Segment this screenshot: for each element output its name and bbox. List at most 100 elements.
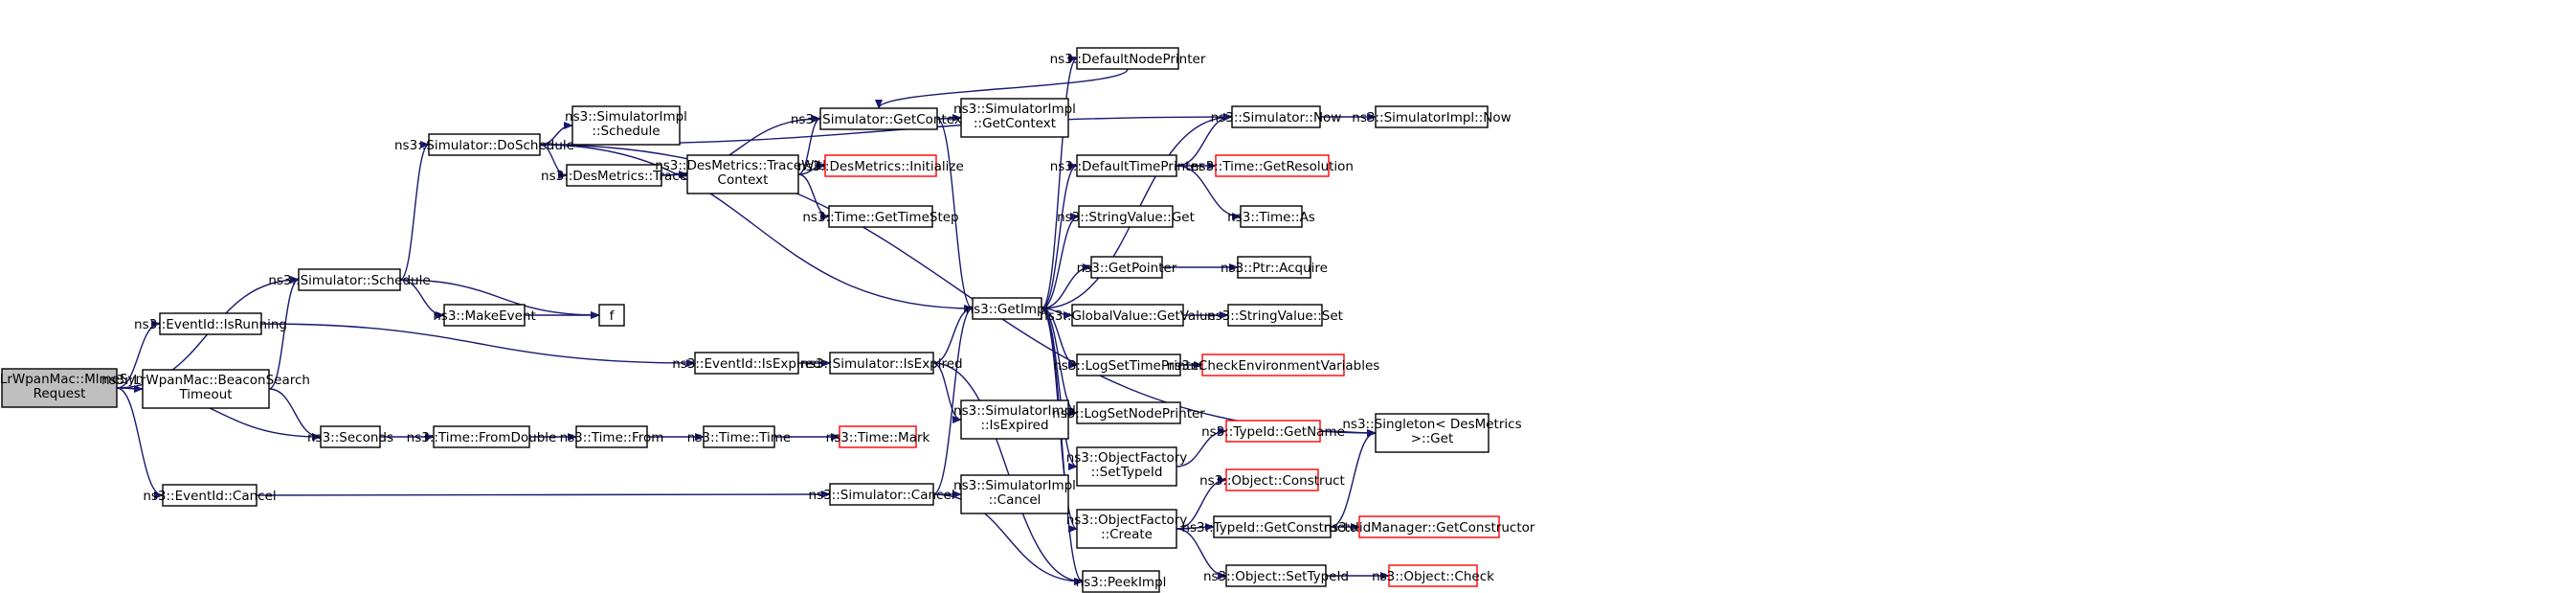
node-box xyxy=(1076,446,1177,487)
node-label-line: f xyxy=(610,308,616,324)
graph-node-simimplgetctx[interactable]: ns3::SimulatorImpl::GetContext xyxy=(953,98,1076,138)
edge-getimpl-to-deftimeprinter xyxy=(1041,162,1078,309)
node-box xyxy=(320,425,381,448)
node-box xyxy=(433,425,530,448)
graph-node-peekimpl[interactable]: ns3::PeekImpl xyxy=(1076,570,1167,593)
edge-path xyxy=(797,115,821,175)
graph-node-simnow[interactable]: ns3::Simulator::Now xyxy=(1211,105,1342,128)
node-label-line: ns3::LogSetNodePrinter xyxy=(1052,406,1205,422)
graph-node-f[interactable]: f xyxy=(598,304,625,327)
graph-node-globalgetvalue[interactable]: ns3::GlobalValue::GetValue xyxy=(1040,304,1216,327)
node-label-line: ns3::SimulatorImpl xyxy=(953,403,1076,419)
edge-defnodeprinter-to-getcontext xyxy=(875,68,1129,109)
graph-node-timefrom[interactable]: ns3::Time::From xyxy=(560,425,664,448)
node-label-line: ns3::SimulatorImpl::Now xyxy=(1352,110,1511,125)
node-box xyxy=(960,399,1069,440)
graph-node-checkenv[interactable]: ns3::CheckEnvironmentVariables xyxy=(1167,354,1380,376)
graph-node-singleton[interactable]: ns3::Singleton< DesMetrics >::Get xyxy=(1342,413,1522,453)
edge-path xyxy=(399,279,445,319)
graph-node-ofcreate[interactable]: ns3::ObjectFactory::Create xyxy=(1066,509,1188,549)
edge-tracewith-to-getcontext xyxy=(797,115,821,175)
graph-node-stringvalueget[interactable]: ns3::StringValue::Get xyxy=(1057,205,1195,228)
node-box xyxy=(1227,304,1323,327)
graph-node-seconds[interactable]: ns3::Seconds xyxy=(307,425,393,448)
edge-path xyxy=(539,144,1377,437)
graph-node-gettimestep[interactable]: ns3::Time::GetTimeStep xyxy=(802,205,959,228)
graph-node-typeidgetname[interactable]: ns3::TypeId::GetName xyxy=(1201,420,1345,443)
graph-node-desmtrace[interactable]: ns3::DesMetrics::Trace xyxy=(541,164,687,187)
edge-path xyxy=(1041,308,1078,369)
edge-deftimeprinter-to-timeas xyxy=(1176,165,1242,220)
node-box xyxy=(1375,105,1489,128)
graph-node-timeas[interactable]: ns3::Time::As xyxy=(1227,205,1315,228)
graph-node-timetime[interactable]: ns3::Time::Time xyxy=(687,425,791,448)
edge-path xyxy=(1041,263,1092,309)
edge-getimpl-to-defnodeprinter xyxy=(1041,55,1078,309)
graph-node-deftimeprinter[interactable]: ns3::DefaultTimePrinter xyxy=(1050,154,1204,177)
edge-path xyxy=(260,323,696,367)
graph-node-logsetnode[interactable]: ns3::LogSetNodePrinter xyxy=(1052,401,1205,424)
graph-node-simimplcancel[interactable]: ns3::SimulatorImpl::Cancel xyxy=(953,474,1076,514)
graph-node-desminit[interactable]: ns3::DesMetrics::Initialize xyxy=(797,154,964,177)
edge-path xyxy=(1041,308,1078,470)
node-label-line: ns3::Object::SetTypeId xyxy=(1203,569,1349,584)
node-box xyxy=(972,297,1042,320)
graph-node-evisexpired[interactable]: ns3::EventId::IsExpired xyxy=(672,352,821,375)
graph-node-simimplnow[interactable]: ns3::SimulatorImpl::Now xyxy=(1352,105,1512,128)
graph-node-getpointer[interactable]: ns3::GetPointer xyxy=(1077,256,1177,279)
graph-node-simcancel[interactable]: ns3::Simulator::Cancel xyxy=(808,483,955,506)
graph-node-simimplsched[interactable]: ns3::SimulatorImpl::Schedule xyxy=(565,105,687,146)
graph-node-iidmanager[interactable]: ns3::IidManager::GetConstructor xyxy=(1324,515,1535,538)
graph-node-isrunning[interactable]: ns3::EventId::IsRunning xyxy=(134,312,287,335)
edge-getimpl-to-peekimpl xyxy=(1041,308,1084,585)
graph-node-timemark[interactable]: ns3::Time::Mark xyxy=(826,425,930,448)
graph-node-defnodeprinter[interactable]: ns3::DefaultNodePrinter xyxy=(1050,47,1206,70)
node-box xyxy=(1076,154,1177,177)
node-label-line: ns3::Seconds xyxy=(307,430,393,445)
node-label-line: ns3::IidManager::GetConstructor xyxy=(1324,520,1535,536)
graph-node-stringvalueset[interactable]: ns3::StringValue::Set xyxy=(1207,304,1343,327)
node-label-line: ns3::Time::Time xyxy=(687,430,791,445)
node-box xyxy=(1076,509,1177,549)
edge-getconstructor-to-singleton xyxy=(1330,429,1377,528)
node-box xyxy=(1201,354,1345,376)
node-label-line: ns3::Simulator::IsExpired xyxy=(800,356,962,372)
edge-path xyxy=(1041,55,1078,309)
graph-node-simimplisexp[interactable]: ns3::SimulatorImpl::IsExpired xyxy=(953,399,1076,440)
node-box xyxy=(1225,420,1321,443)
node-box xyxy=(142,369,270,409)
graph-node-objconstruct[interactable]: ns3::Object::Construct xyxy=(1199,468,1345,491)
node-label-line: ns3::DesMetrics::Trace xyxy=(541,169,687,184)
edge-path xyxy=(1176,528,1227,580)
node-label-line: ns3::Object::Check xyxy=(1372,569,1494,584)
graph-node-ptracquire[interactable]: ns3::Ptr::Acquire xyxy=(1221,256,1328,279)
node-label-line: ns3::Time::As xyxy=(1227,210,1315,225)
graph-node-getimpl[interactable]: ns3::GetImpl xyxy=(966,297,1049,320)
graph-node-fromdouble[interactable]: ns3::Time::FromDouble xyxy=(407,425,557,448)
graph-node-objcheck[interactable]: ns3::Object::Check xyxy=(1372,564,1494,587)
node-box xyxy=(443,304,526,327)
edge-simisexpired-to-peekimpl xyxy=(932,362,1084,585)
graph-node-evcancel[interactable]: ns3::EventId::Cancel xyxy=(143,484,277,507)
edge-simisexpired-to-simimplisexp xyxy=(932,362,962,423)
graph-node-getresolution[interactable]: ns3::Time::GetResolution xyxy=(1191,154,1354,177)
node-label-line: ns3::Simulator::Schedule xyxy=(268,273,430,288)
graph-node-makeevent[interactable]: ns3::MakeEvent xyxy=(433,304,536,327)
graph-node-getconstructor[interactable]: ns3::TypeId::GetConstructor xyxy=(1181,515,1363,538)
node-label-line: ns3::Time::Mark xyxy=(826,430,930,445)
graph-node-objsettypeid[interactable]: ns3::Object::SetTypeId xyxy=(1203,564,1349,587)
graph-node-ofsettypeid[interactable]: ns3::ObjectFactory::SetTypeId xyxy=(1066,446,1188,487)
edge-beacon-to-seconds xyxy=(268,388,322,441)
graph-node-schedule[interactable]: ns3::Simulator::Schedule xyxy=(268,268,431,291)
graph-node-doschedule[interactable]: ns3::Simulator::DoSchedule xyxy=(394,133,574,156)
graph-node-simisexpired[interactable]: ns3::Simulator::IsExpired xyxy=(800,352,963,375)
edge-path xyxy=(1041,308,1084,585)
node-label-line: ns3::SimulatorImpl xyxy=(953,102,1076,117)
node-label-line: ::IsExpired xyxy=(980,418,1048,433)
graph-node-logsettime[interactable]: ns3::LogSetTimePrinter xyxy=(1053,354,1204,376)
graph-node-getcontext[interactable]: ns3::Simulator::GetContext xyxy=(791,107,967,130)
